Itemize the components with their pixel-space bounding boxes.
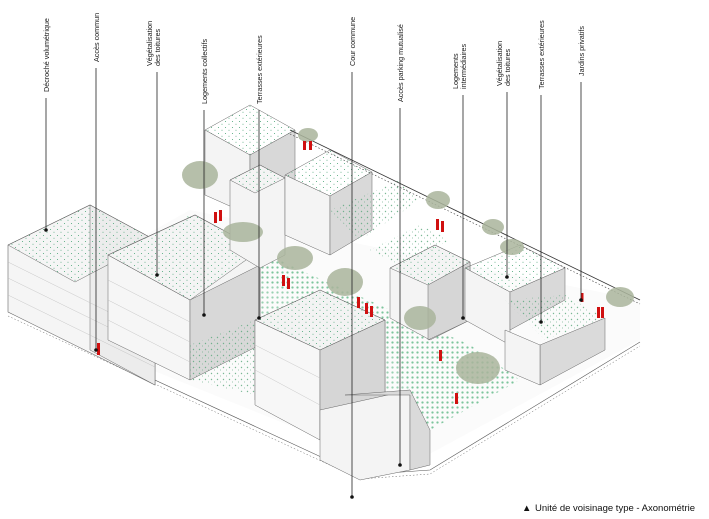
caption: ▲ Unité de voisinage type - Axonométrie (522, 503, 695, 514)
label-acces-parking: Accès parking mutualisé (396, 24, 405, 102)
building-right (370, 225, 606, 386)
label-logements-intermediaires: Logements intermédiaires (451, 43, 468, 89)
building-front-right (190, 289, 431, 481)
building-front (107, 214, 261, 381)
label-terrasses-1: Terrasses extérieures (255, 35, 264, 104)
vertical-labels: Décroché volumétrique Accès commun Végét… (42, 13, 586, 104)
label-cour-commune: Cour commune (348, 17, 357, 66)
trees (182, 128, 634, 384)
label-vegetalisation-1: Végétalisation des toitures (145, 19, 162, 66)
label-vegetalisation-2: Végétalisation des toitures (495, 39, 512, 86)
label-acces-commun: Accès commun (92, 13, 101, 62)
building-center-cube (284, 149, 420, 256)
building-middle (229, 164, 286, 269)
caption-title: Unité de voisinage type - Axonométrie (535, 503, 695, 514)
label-logements-collectifs: Logements collectifs (200, 38, 209, 104)
caption-marker: ▲ (522, 503, 531, 514)
back-fence (289, 129, 641, 305)
label-jardins-privatifs: Jardins privatifs (577, 26, 586, 76)
label-terrasses-2: Terrasses extérieures (537, 20, 546, 89)
label-decroche: Décroché volumétrique (42, 18, 51, 92)
leader-lines (44, 68, 583, 499)
people (97, 141, 604, 404)
